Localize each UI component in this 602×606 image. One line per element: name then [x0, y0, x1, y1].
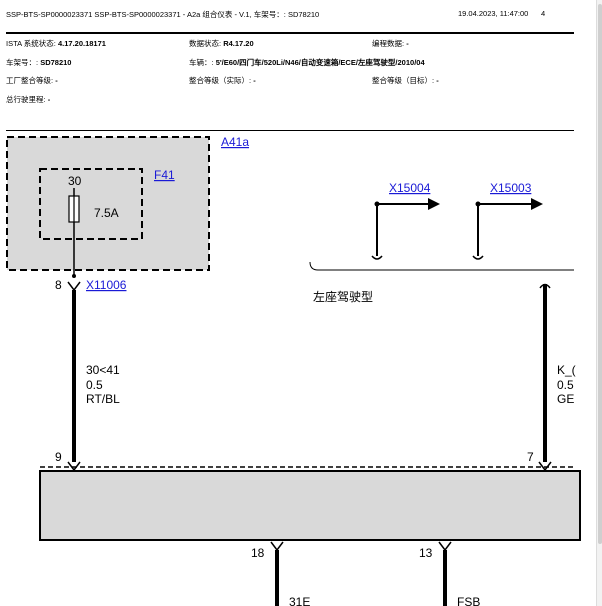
pin-8-connector-symbol: [67, 281, 81, 292]
x15004-arrow: [428, 198, 440, 210]
scrollbar-thumb[interactable]: [598, 4, 602, 544]
pin-9-connector-symbol: [67, 461, 81, 472]
x15004-break-mark: [371, 255, 383, 260]
vehicle: 车辆：: 5'/E60/四门车/520Li/N46/自动变速箱/ECE/左座驾驶…: [189, 58, 425, 67]
fuse-f41-box: [39, 168, 143, 240]
factory-integration-level: 工厂整合等级: -: [6, 76, 58, 85]
connector-x15003-label[interactable]: X15003: [490, 181, 532, 195]
pin-9-label: 9: [55, 450, 62, 464]
vin: 车架号：: SD78210: [6, 58, 72, 67]
total-mileage: 总行驶里程: -: [6, 95, 51, 104]
fuse-pin-30: 30: [68, 174, 82, 188]
diagram-top-rule: [6, 130, 574, 131]
vertical-scrollbar[interactable]: [596, 0, 602, 606]
variant-note: 左座驾驶型: [313, 289, 373, 304]
fuse-f41-label[interactable]: F41: [154, 168, 175, 182]
pin-18-connector-symbol: [270, 541, 284, 552]
wire4-signal: FSB: [457, 595, 480, 606]
pin-7-label: 7: [527, 450, 534, 464]
programming-data: 编程数据: -: [372, 39, 409, 48]
pin-18-label: 18: [251, 546, 265, 560]
document-title: SSP-BTS-SP0000023371 SSP-BTS-SP000002337…: [6, 10, 320, 19]
actual-integration-level: 整合等级（实际）: -: [189, 76, 256, 85]
page-number: 4: [541, 9, 546, 18]
wire1-color: RT/BL: [86, 392, 120, 406]
ista-status: ISTA 系统状态: 4.17.20.18171: [6, 39, 106, 48]
wire2-signal: K_(: [557, 363, 576, 377]
wire3-signal: 31E: [289, 595, 310, 606]
connector-x15004-label[interactable]: X15004: [389, 181, 431, 195]
wire1-gauge: 0.5: [86, 378, 103, 392]
pin-8-node: [72, 274, 76, 278]
fuse-rating: 7.5A: [94, 206, 119, 220]
x15003-arrow: [531, 198, 543, 210]
pin-13-connector-symbol: [438, 541, 452, 552]
wire1-signal: 30<41: [86, 363, 120, 377]
pin-7-connector-symbol: [538, 461, 552, 472]
wire2-gauge: 0.5: [557, 378, 574, 392]
component-a2a-box: [39, 470, 581, 541]
pin-8-label: 8: [55, 278, 62, 292]
variant-bracket: [309, 261, 574, 271]
module-a41a-box: [6, 136, 210, 271]
data-status: 数据状态: R4.17.20: [189, 39, 254, 48]
document-datetime: 19.04.2023, 11:47:00: [458, 9, 529, 18]
connector-x11006-label[interactable]: X11006: [86, 278, 127, 292]
x15003-break-mark: [472, 255, 484, 260]
pin-13-label: 13: [419, 546, 433, 560]
module-a41a-label[interactable]: A41a: [221, 135, 249, 149]
header-rule: [6, 32, 574, 34]
wire2-color: GE: [557, 392, 574, 406]
target-integration-level: 整合等级（目标）: -: [372, 76, 439, 85]
